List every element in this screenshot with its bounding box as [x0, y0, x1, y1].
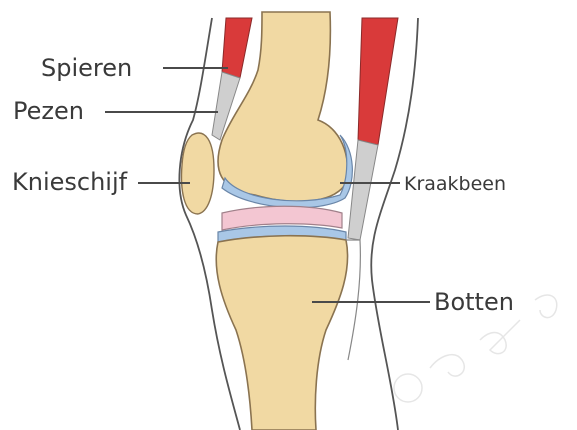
patella [182, 133, 214, 214]
tibia-bone [216, 236, 347, 430]
label-kraakbeen: Kraakbeen [404, 175, 506, 194]
back-muscle [358, 18, 398, 145]
label-knieschijf: Knieschijf [12, 170, 127, 194]
label-pezen: Pezen [13, 99, 84, 123]
back-tendon [348, 140, 378, 240]
label-spieren: Spieren [41, 56, 132, 80]
label-botten: Botten [434, 290, 514, 314]
